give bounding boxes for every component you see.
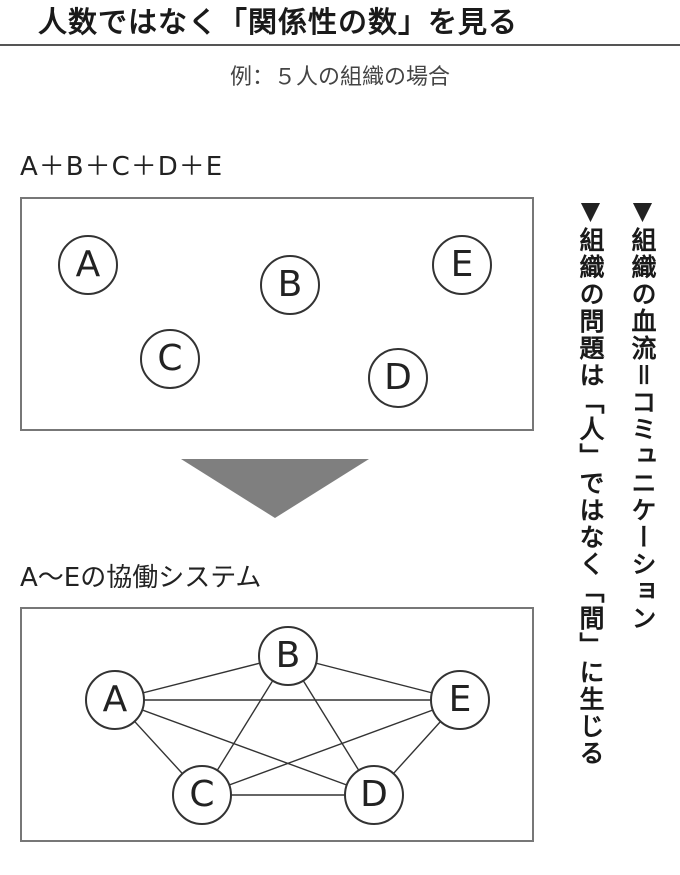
node-a: A <box>85 670 145 730</box>
collaboration-label: A〜Eの協働システム <box>20 563 262 593</box>
subtitle: 例：５人の組織の場合 <box>229 65 450 90</box>
node-a: A <box>58 235 118 295</box>
node-b: B <box>258 626 318 686</box>
page-title: 人数ではなく「関係性の数」を見る <box>38 5 519 39</box>
edge-c-e <box>201 699 461 796</box>
title-divider <box>0 44 680 46</box>
individuals-label: A＋B＋C＋D＋E <box>20 152 224 182</box>
node-e: E <box>432 235 492 295</box>
collaboration-panel: A B C D E <box>20 607 534 842</box>
note-text: 組織の問題は「人」ではなく「間」に生じる <box>576 227 605 767</box>
edge-a-d <box>114 699 375 796</box>
node-c: C <box>140 329 200 389</box>
node-d: D <box>368 348 428 408</box>
note-relationship-problems: ▼組織の問題は「人」ではなく「間」に生じる <box>572 196 608 767</box>
note-text: 組織の血流＝コミュニケーション <box>628 227 657 632</box>
node-d: D <box>344 765 404 825</box>
note-communication: ▼組織の血流＝コミュニケーション <box>624 196 660 632</box>
node-e: E <box>430 670 490 730</box>
triangle-marker-icon: ▼ <box>576 196 605 227</box>
triangle-marker-icon: ▼ <box>628 196 657 227</box>
node-b: B <box>260 255 320 315</box>
node-c: C <box>172 765 232 825</box>
individuals-panel: A B C D E <box>20 197 534 431</box>
